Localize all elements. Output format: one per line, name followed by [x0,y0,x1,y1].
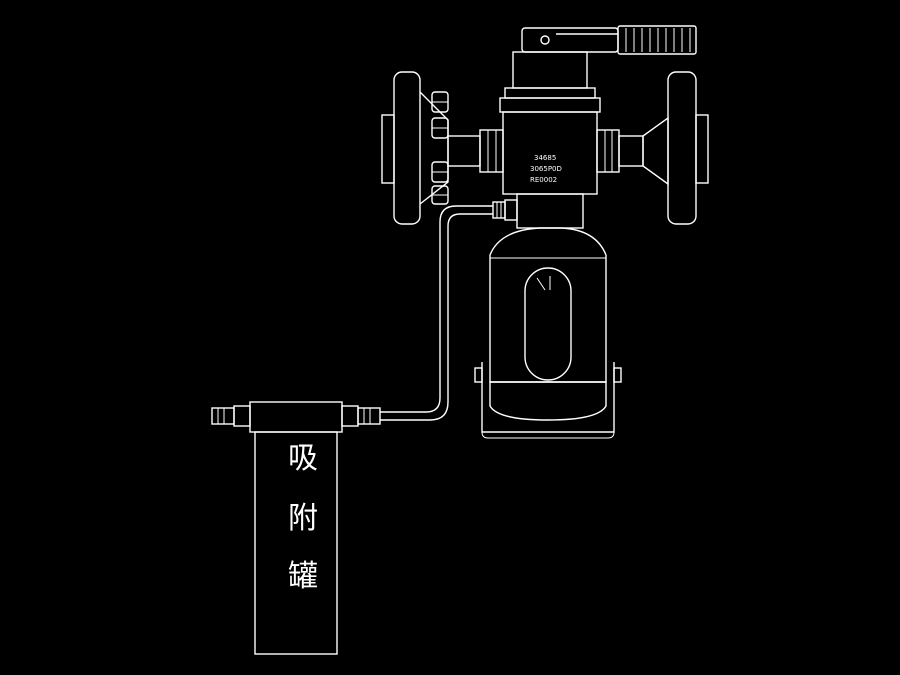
right-pipe [596,129,644,173]
tank-label-char-3: 罐 [288,559,318,594]
adsorption-tank: 吸 附 罐 [254,431,338,655]
sight-window [524,267,572,381]
connecting-tube [380,205,493,421]
tank-label-char-1: 吸 [288,441,318,476]
handle-grip [617,25,697,55]
sample-cylinder [474,227,622,439]
plate-line-2: 3065P0D [530,165,562,173]
adsorber-head [211,401,381,433]
valve-bonnet [499,51,601,113]
valve-handle [521,25,697,55]
left-pipe [447,129,504,173]
plate-line-3: RE0002 [530,176,557,184]
valve-neck [492,193,584,229]
right-flange [642,71,709,225]
tank-label-char-2: 附 [288,501,318,536]
valve-nameplate: 34685 3065P0D RE0002 [530,154,562,184]
left-flange [381,71,449,225]
plate-line-1: 34685 [534,154,556,162]
